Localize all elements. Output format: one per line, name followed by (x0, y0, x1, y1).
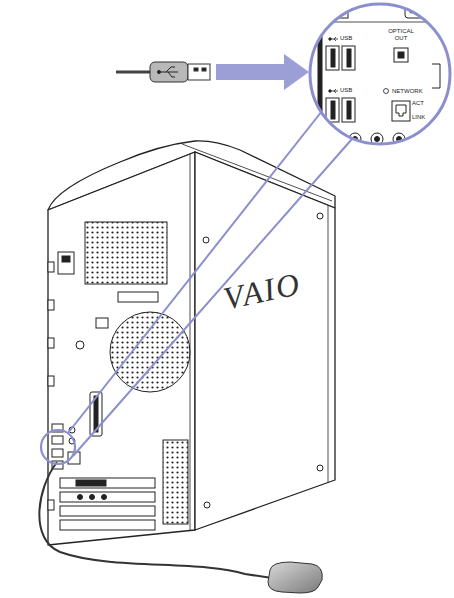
port-panel (342, 46, 355, 70)
port-panel (398, 52, 404, 58)
side-screw (203, 213, 323, 508)
insert-arrow (216, 54, 309, 90)
back-panel (60, 520, 155, 530)
tower-case (328, 205, 329, 482)
side-screw (204, 502, 210, 508)
port-panel (331, 37, 338, 41)
tower-case (190, 154, 191, 531)
back-panel (118, 292, 158, 302)
port-panel (329, 38, 331, 40)
port-panel (326, 46, 339, 70)
side-vent (48, 500, 54, 510)
port-label: USB (340, 35, 352, 42)
side-vent (48, 300, 54, 310)
usb-plug (150, 62, 188, 82)
port-label: USB (340, 87, 352, 94)
port-panel (418, 11, 420, 13)
back-panel (60, 492, 155, 502)
brand-logo: VAIO (220, 266, 304, 317)
usb-plug (194, 68, 198, 71)
back-panel (76, 480, 106, 486)
back-panel (60, 478, 155, 488)
side-screw (317, 465, 323, 471)
port-panel (347, 49, 351, 67)
usb-cable (39, 462, 272, 578)
back-panel (60, 506, 155, 516)
side-vent (48, 376, 54, 386)
port-panel (394, 48, 408, 62)
tower-case (195, 152, 335, 530)
leader-line (73, 139, 352, 456)
back-panel (96, 318, 108, 328)
back-panel (94, 396, 98, 432)
port-panel (347, 101, 351, 119)
port-panel (392, 101, 410, 121)
usb-cable (116, 71, 152, 74)
leader-line (68, 111, 322, 433)
tower-case (48, 141, 335, 545)
port-label: LINK (412, 114, 425, 121)
port-label: OPTICAL OUT (384, 28, 418, 41)
port-panel (331, 89, 338, 93)
usb-plug (202, 68, 206, 71)
locator-circle (41, 430, 75, 464)
port-panel (432, 64, 440, 88)
side-screw (317, 213, 323, 219)
back-panel (85, 222, 167, 284)
port-panel (375, 137, 380, 142)
side-vent (48, 262, 54, 272)
usb-plug (188, 64, 210, 80)
back-panel (110, 312, 190, 392)
back-panel (52, 436, 63, 444)
port-panel (342, 98, 355, 122)
usb-receiver (268, 562, 322, 593)
port-panel (331, 49, 335, 67)
back-panel (102, 495, 107, 500)
port-panel (326, 98, 339, 122)
usb-plug (150, 62, 210, 82)
side-screw (203, 237, 209, 243)
back-panel (62, 256, 70, 262)
back-panel (52, 449, 63, 457)
port-panel (331, 101, 335, 119)
back-panel (90, 495, 95, 500)
zoom-view (310, 4, 450, 144)
back-panel (52, 222, 190, 530)
usb-plug (157, 70, 160, 73)
port-panel (384, 89, 389, 94)
tower-case (48, 152, 195, 545)
back-panel (78, 495, 83, 500)
port-panel (396, 105, 406, 116)
back-panel (76, 341, 84, 349)
port-label: ACT (412, 100, 424, 107)
back-panel (163, 440, 188, 524)
port-panel (329, 90, 331, 92)
side-vent (48, 338, 54, 348)
back-panel (58, 252, 74, 274)
usb-plug (160, 67, 178, 77)
port-label: NETWORK (392, 88, 423, 95)
zoom-frame (310, 4, 450, 144)
